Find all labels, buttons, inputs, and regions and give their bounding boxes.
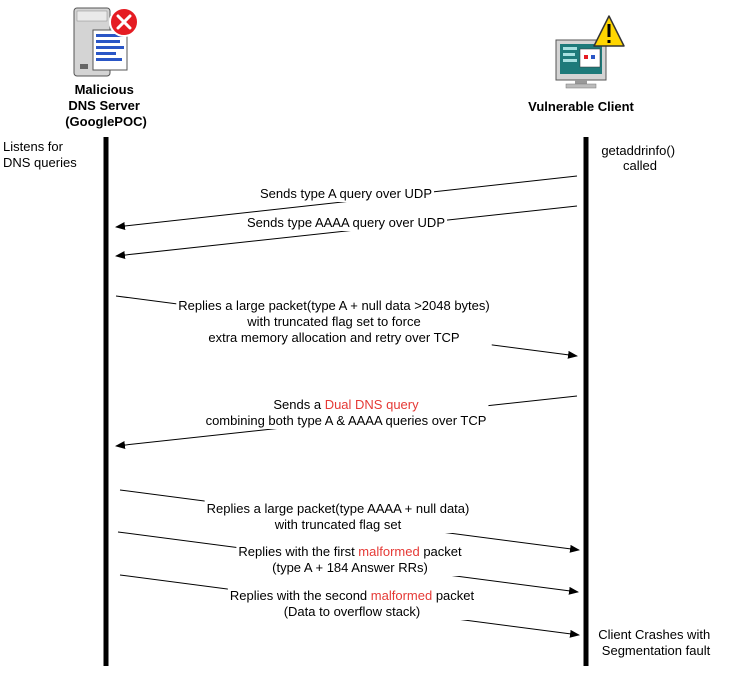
message-line: (Data to overflow stack)	[284, 604, 421, 619]
message-line: Replies with the first malformed packet	[238, 544, 462, 559]
message-label-text: Sends type AAAA query over UDP	[247, 215, 445, 230]
message-line: with truncated flag set	[274, 517, 402, 532]
label-background	[203, 396, 489, 429]
message-segment: packet	[432, 588, 474, 603]
message-label-text: Replies a large packet(type AAAA + null …	[207, 501, 470, 532]
message-segment: combining both type A & AAAA queries ove…	[206, 413, 487, 428]
message-line: Replies with the second malformed packet	[230, 588, 475, 603]
message-segment: Replies a large packet(type AAAA + null …	[207, 501, 470, 516]
label-background	[258, 185, 434, 202]
client-crash-note: Client Crashes with Segmentation fault	[598, 627, 714, 658]
message-line: Replies a large packet(type A + null dat…	[178, 298, 489, 313]
message-label-text: Sends type A query over UDP	[260, 186, 432, 201]
computer-warning-icon	[555, 15, 625, 89]
message-label: Replies with the second malformed packet…	[227, 587, 477, 620]
message-label: Replies a large packet(type AAAA + null …	[204, 500, 472, 533]
message-label: Sends type A query over UDP	[258, 185, 434, 202]
message-line: with truncated flag set to force	[246, 314, 420, 329]
highlighted-term: Dual DNS query	[325, 397, 419, 412]
message-label-text: Replies with the second malformed packet…	[230, 588, 475, 619]
message-label: Replies a large packet(type A + null dat…	[176, 297, 492, 346]
message-segment: Sends a	[273, 397, 324, 412]
message-segment: extra memory allocation and retry over T…	[208, 330, 459, 345]
highlighted-term: malformed	[358, 544, 419, 559]
note-line: called	[623, 158, 657, 173]
label-background	[236, 543, 465, 576]
message-labels: Sends type A query over UDP Sends type A…	[176, 185, 492, 620]
message-segment: Replies a large packet(type A + null dat…	[178, 298, 489, 313]
server-label: Malicious DNS Server (GooglePOC)	[65, 82, 147, 129]
message-segment: Replies with the first	[238, 544, 358, 559]
message-segment: Sends type A query over UDP	[260, 186, 432, 201]
message-segment: Sends type AAAA query over UDP	[247, 215, 445, 230]
label-background	[176, 297, 492, 346]
message-label: Replies with the first malformed packet(…	[236, 543, 465, 576]
message-line: (type A + 184 Answer RRs)	[272, 560, 428, 575]
message-line: Sends type A query over UDP	[260, 186, 432, 201]
message-label-text: Replies with the first malformed packet(…	[238, 544, 462, 575]
message-segment: with truncated flag set to force	[246, 314, 420, 329]
label-background	[245, 214, 447, 231]
highlighted-term: malformed	[371, 588, 432, 603]
message-line: extra memory allocation and retry over T…	[208, 330, 459, 345]
label-background	[204, 500, 472, 533]
message-segment: with truncated flag set	[274, 517, 402, 532]
message-segment: (type A + 184 Answer RRs)	[272, 560, 428, 575]
client-call-note: getaddrinfo() called	[601, 143, 678, 173]
label-background	[227, 587, 477, 620]
client-label: Vulnerable Client	[528, 99, 634, 114]
note-line: DNS queries	[3, 155, 77, 170]
message-label: Sends type AAAA query over UDP	[245, 214, 447, 231]
message-label-text: Replies a large packet(type A + null dat…	[178, 298, 489, 345]
server-error-icon	[73, 7, 139, 77]
server-label-line: Malicious	[75, 82, 134, 97]
server-label-line: DNS Server	[68, 98, 140, 113]
message-line: Sends type AAAA query over UDP	[247, 215, 445, 230]
note-line: getaddrinfo()	[601, 143, 675, 158]
server-listen-note: Listens for DNS queries	[3, 139, 77, 170]
note-line: Client Crashes with	[598, 627, 710, 642]
server-label-line: (GooglePOC)	[65, 114, 147, 129]
note-line: Listens for	[3, 139, 64, 154]
message-line: combining both type A & AAAA queries ove…	[206, 413, 487, 428]
note-line: Segmentation fault	[602, 643, 711, 658]
message-line: Sends a Dual DNS query	[273, 397, 419, 412]
message-segment: Replies with the second	[230, 588, 371, 603]
message-segment: packet	[420, 544, 462, 559]
message-line: Replies a large packet(type AAAA + null …	[207, 501, 470, 516]
message-segment: (Data to overflow stack)	[284, 604, 421, 619]
